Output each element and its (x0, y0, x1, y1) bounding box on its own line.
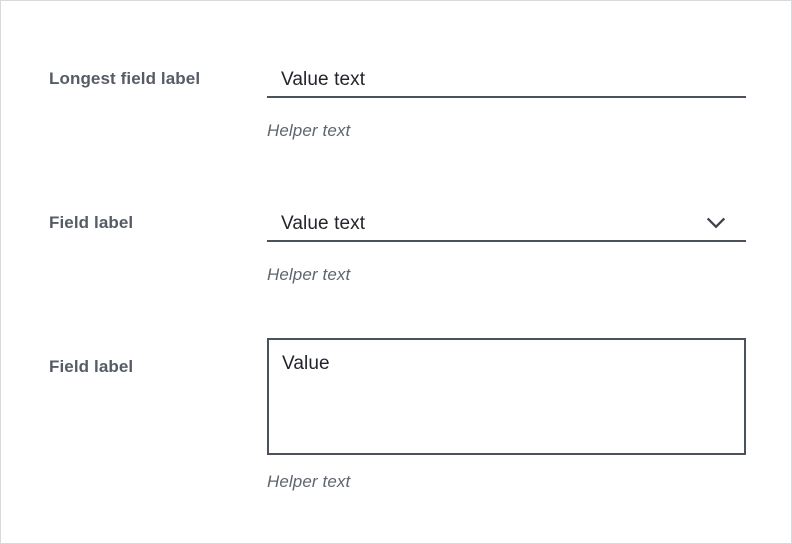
select-input[interactable]: Value text (267, 207, 746, 242)
helper-text-select: Helper text (267, 265, 351, 284)
textarea-input[interactable]: Value (267, 338, 746, 455)
helper-text-text-input: Helper text (267, 121, 351, 140)
field-label-select: Field label (49, 213, 134, 232)
text-input-value: Value text (281, 68, 366, 90)
field-control-select: Value text (267, 207, 746, 242)
text-input[interactable]: Value text (267, 63, 746, 98)
chevron-down-icon[interactable] (704, 210, 728, 234)
select-input-value: Value text (281, 212, 366, 234)
helper-text-textarea: Helper text (267, 472, 351, 491)
field-label-longest: Longest field label (49, 69, 201, 88)
field-control-textarea: Value (267, 338, 746, 455)
field-control-text: Value text (267, 63, 746, 98)
textarea-input-value: Value (282, 353, 330, 374)
field-label-textarea: Field label (49, 357, 134, 376)
